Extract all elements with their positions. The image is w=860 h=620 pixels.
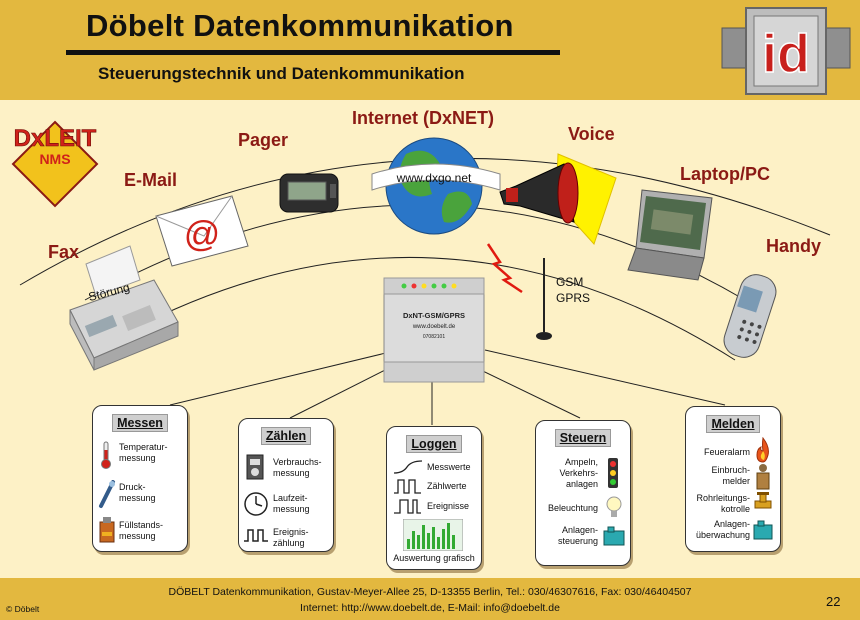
loggen-box: Loggen Messwerte Zählwerte Ereignisse Au… bbox=[386, 426, 482, 570]
pulse-icon bbox=[244, 529, 268, 542]
tank-icon bbox=[99, 517, 115, 543]
zaehlen-title: Zählen bbox=[260, 427, 312, 445]
valve-icon bbox=[754, 492, 772, 509]
channel-email-label: E-Mail bbox=[124, 170, 178, 190]
channel-pager-label: Pager bbox=[238, 130, 289, 150]
curve-icon bbox=[393, 460, 423, 474]
svg-text:07082101: 07082101 bbox=[423, 334, 445, 340]
fax-machine-icon: Störung bbox=[69, 245, 179, 371]
page-number: 22 bbox=[826, 594, 841, 609]
steuern-title: Steuern bbox=[554, 429, 612, 447]
page-subtitle: Steuerungstechnik und Datenkommunikation bbox=[98, 64, 465, 83]
melden-box: Melden Feueralarm Einbruch-melder Rohrle… bbox=[685, 406, 781, 552]
graph-thumbnail-icon bbox=[403, 519, 463, 551]
email-envelope-icon: @ bbox=[155, 195, 249, 267]
svg-text:DxLEIT: DxLEIT bbox=[14, 125, 97, 152]
svg-text:www.doebelt.de: www.doebelt.de bbox=[412, 324, 456, 330]
pressure-icon bbox=[99, 480, 115, 508]
megaphone-icon bbox=[499, 153, 617, 245]
channel-internet-label: Internet (DxNET) bbox=[352, 108, 495, 128]
svg-text:DxNT-GSM/GPRS: DxNT-GSM/GPRS bbox=[403, 311, 465, 320]
svg-text:NMS: NMS bbox=[39, 151, 70, 167]
zaehlen-box: Zählen Verbrauchs-messung Laufzeit-messu… bbox=[238, 418, 334, 552]
dxleit-badge: DxLEIT NMS bbox=[11, 120, 99, 208]
globe-url-label: www.dxgo.net bbox=[396, 171, 472, 185]
messen-title: Messen bbox=[112, 414, 168, 432]
channel-fax-label: Fax bbox=[48, 242, 80, 262]
event-pulse-icon bbox=[394, 499, 421, 514]
channel-laptop-label: Laptop/PC bbox=[680, 164, 770, 184]
laptop-icon bbox=[627, 189, 713, 281]
dxnt-gsm-gprs-device: DxNT-GSM/GPRS www.doebelt.de 07082101 bbox=[383, 277, 485, 383]
clock-icon bbox=[244, 492, 268, 516]
antenna-icon bbox=[536, 258, 552, 340]
channel-voice-label: Voice bbox=[568, 124, 615, 144]
company-logo: id bbox=[721, 7, 851, 95]
title-underline bbox=[66, 50, 560, 55]
wireless-signal-icon bbox=[486, 243, 523, 294]
plant-icon bbox=[753, 520, 773, 540]
machine-icon bbox=[603, 526, 625, 546]
loggen-title: Loggen bbox=[406, 435, 462, 453]
melden-title: Melden bbox=[706, 415, 760, 433]
footer-contact: Internet: http://www.doebelt.de, E-Mail:… bbox=[300, 602, 560, 614]
header-band: Döbelt Datenkommunikation Steuerungstech… bbox=[0, 0, 860, 100]
counter-pulse-icon bbox=[394, 479, 421, 494]
channel-handy-label: Handy bbox=[766, 236, 822, 256]
gsm-gprs-label: GSM GPRS bbox=[556, 275, 591, 305]
page-title: Döbelt Datenkommunikation bbox=[86, 8, 514, 43]
logo-letters: id bbox=[762, 24, 810, 84]
meter-icon bbox=[246, 454, 264, 480]
traffic-light-icon bbox=[608, 458, 618, 488]
globe-icon: www.dxgo.net bbox=[371, 137, 501, 235]
mobile-phone-icon bbox=[723, 274, 777, 358]
thermometer-icon bbox=[101, 441, 111, 469]
footer-band: DÖBELT Datenkommunikation, Gustav-Meyer-… bbox=[0, 578, 860, 620]
pager-icon bbox=[279, 173, 339, 213]
lightbulb-icon bbox=[606, 496, 622, 517]
loggen-caption: Auswertung grafisch bbox=[393, 553, 475, 563]
messen-box: Messen Temperatur-messung Druck-messung … bbox=[92, 405, 188, 552]
steuern-box: Steuern Ampeln,Verkehrs-anlagen Beleucht… bbox=[535, 420, 631, 566]
footer-address: DÖBELT Datenkommunikation, Gustav-Meyer-… bbox=[168, 586, 692, 598]
copyright-notice: © Döbelt bbox=[6, 604, 40, 614]
svg-text:@: @ bbox=[184, 213, 221, 254]
burglar-icon bbox=[756, 464, 770, 490]
fire-icon bbox=[756, 437, 769, 463]
